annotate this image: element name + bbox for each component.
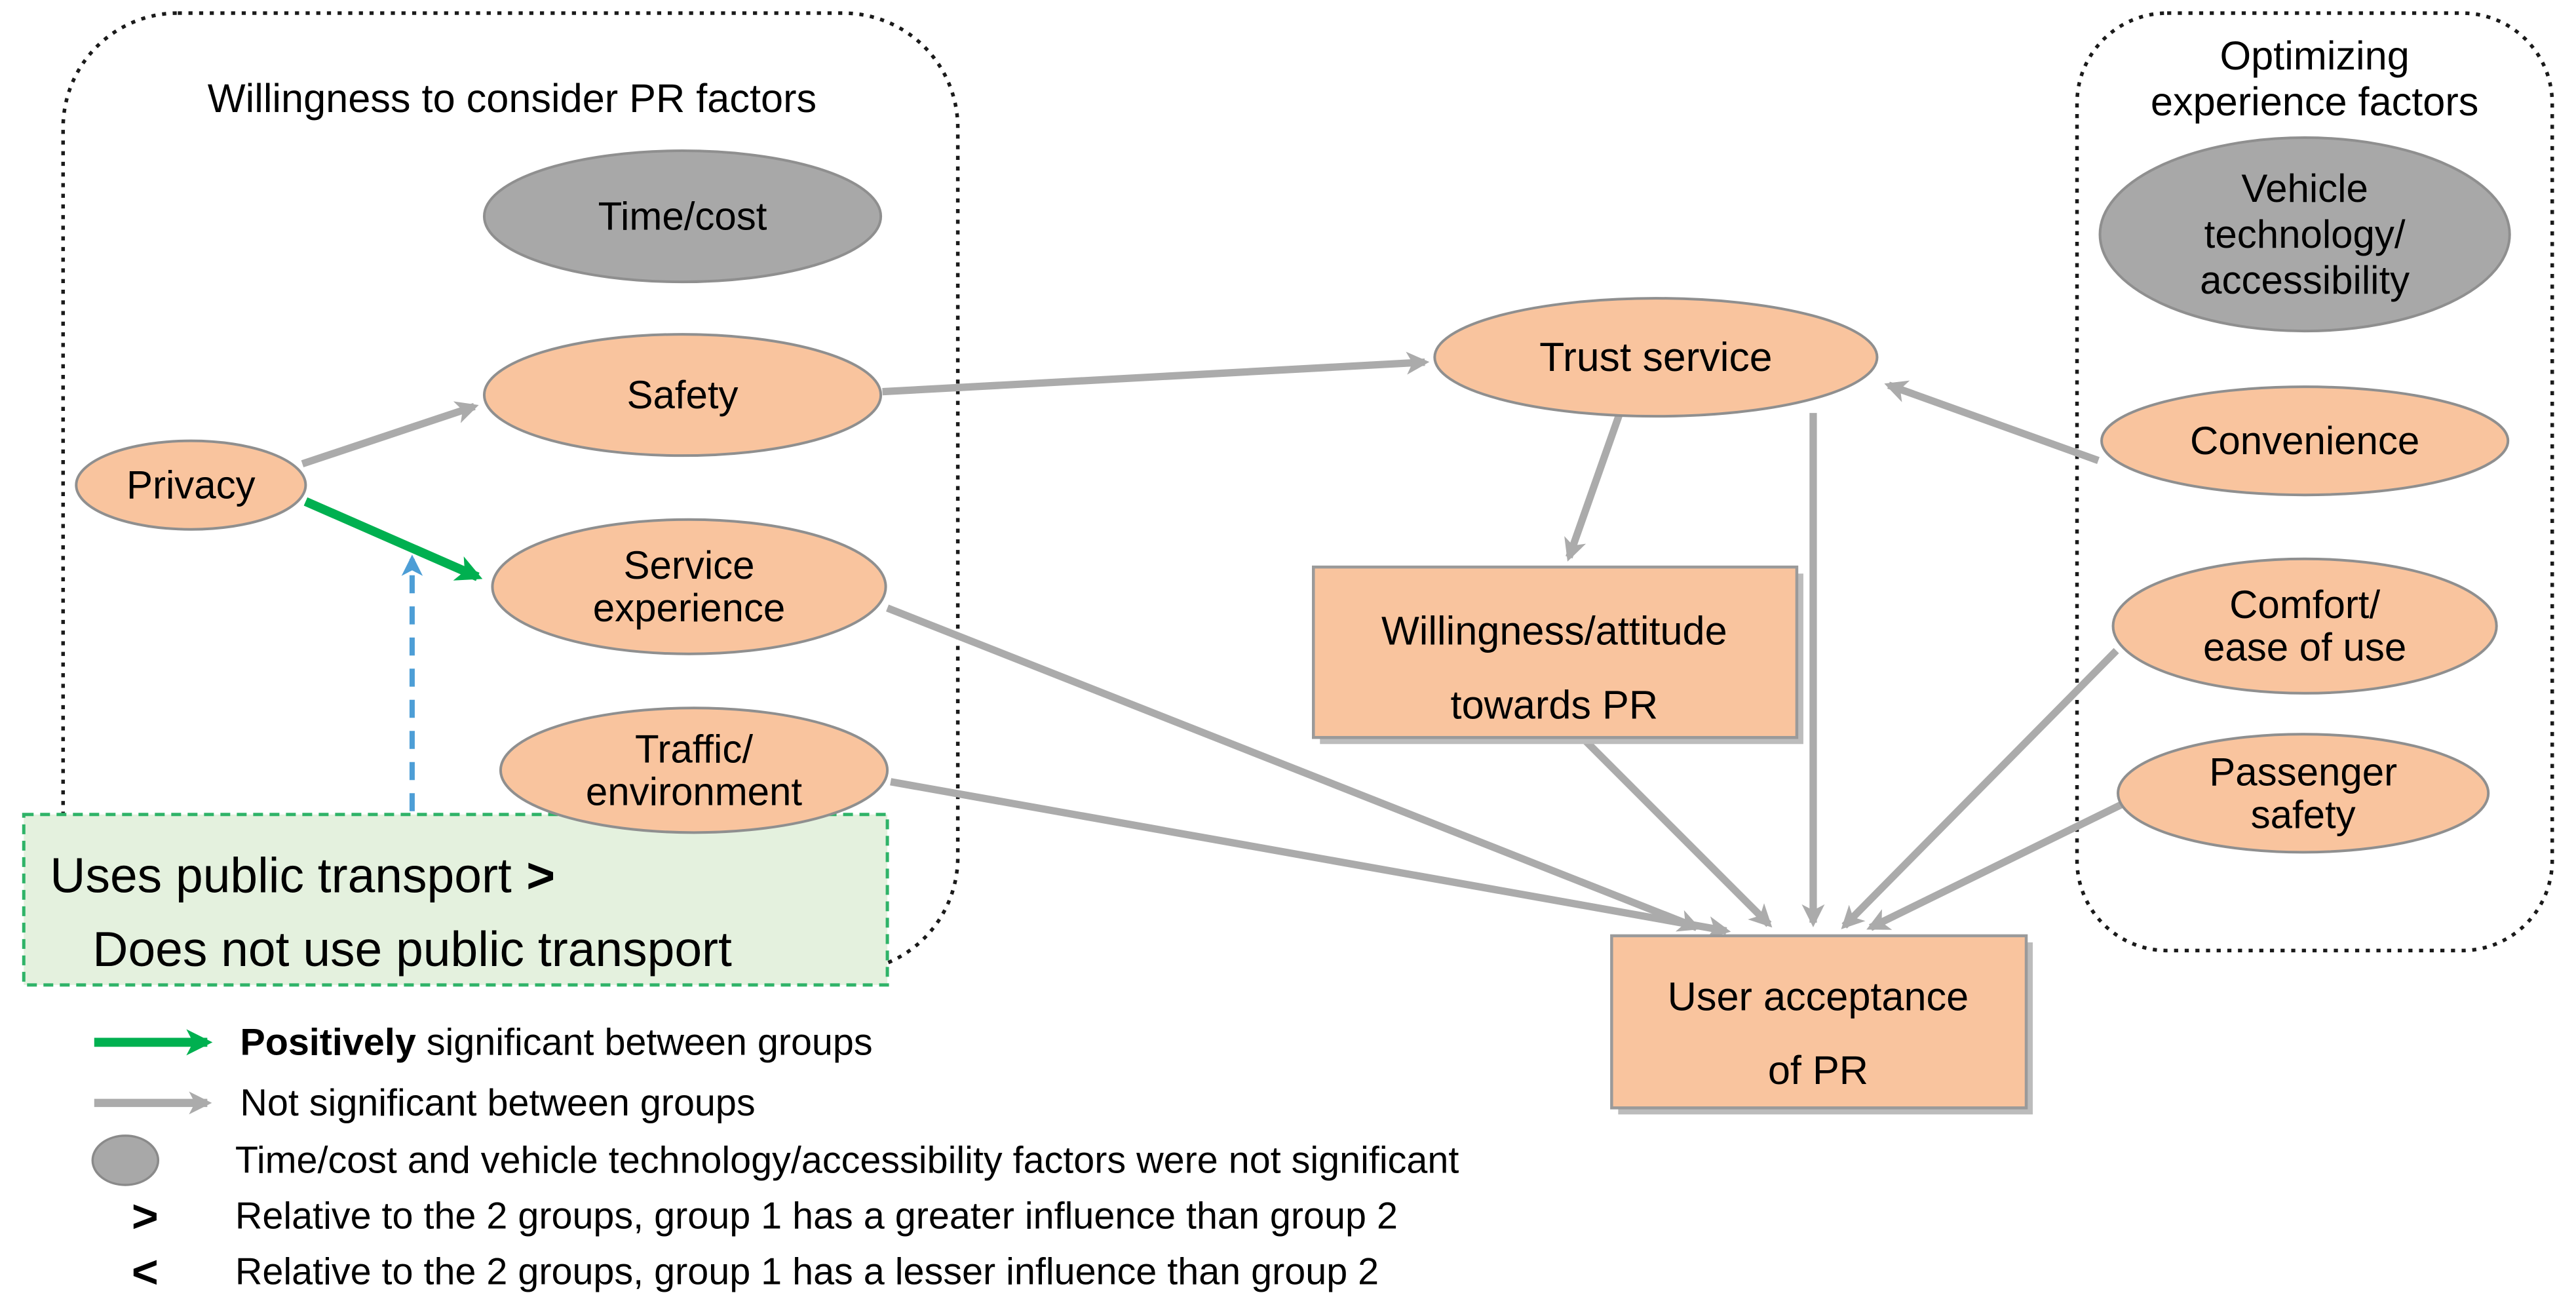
node-passenger-safety xyxy=(2117,733,2490,854)
node-comfort-label-line1: Comfort/ xyxy=(2229,583,2380,627)
legend-lesser-symbol: < xyxy=(132,1246,159,1297)
comparison-note-line2: Does not use public transport xyxy=(92,921,732,977)
edge-safety-to-trust-service xyxy=(882,351,1430,396)
node-vehicle-technology-label-line2: technology/ xyxy=(2204,212,2406,256)
node-trust-service-label: Trust service xyxy=(1539,334,1772,380)
legend-lesser-text: Relative to the 2 groups, group 1 has a … xyxy=(235,1250,1379,1292)
node-service-experience xyxy=(491,518,887,655)
node-user-acceptance xyxy=(1610,934,2028,1110)
edge-passenger-safety-to-user-acceptance xyxy=(1866,801,2123,931)
node-vehicle-technology-label-line3: accessibility xyxy=(2200,258,2410,302)
node-privacy xyxy=(75,439,307,531)
legend: Positively significant between groups No… xyxy=(91,1021,1459,1297)
comparison-note-greater-symbol: > xyxy=(526,847,555,902)
legend-positive-text: Positively significant between groups xyxy=(240,1021,872,1063)
node-willingness-attitude xyxy=(1312,565,1799,739)
legend-positive-rest: significant between groups xyxy=(416,1021,873,1063)
node-traffic-environment xyxy=(499,706,889,834)
node-passenger-safety-label-line2: safety xyxy=(2251,792,2356,836)
node-passenger-safety-label-line1: Passenger xyxy=(2209,750,2397,794)
node-service-experience-label-line2: experience xyxy=(593,586,786,630)
center-nodes: Trust service Willingness/attitude towar… xyxy=(1312,297,2033,1115)
node-privacy-label: Privacy xyxy=(126,463,256,507)
node-user-acceptance-label-line2: of PR xyxy=(1768,1048,1868,1093)
left-group-nodes: Time/cost Safety Privacy Service experie… xyxy=(75,149,889,834)
node-vehicle-technology-label-line1: Vehicle xyxy=(2241,166,2368,210)
node-willingness-label-line1: Willingness/attitude xyxy=(1381,609,1727,653)
legend-greater-symbol: > xyxy=(132,1190,159,1241)
node-vehicle-technology xyxy=(2098,136,2511,333)
legend-positive-bold: Positively xyxy=(240,1021,415,1063)
node-user-acceptance-label-line1: User acceptance xyxy=(1668,974,1969,1018)
legend-not-significant-text: Not significant between groups xyxy=(240,1082,755,1124)
node-traffic-environment-label-line1: Traffic/ xyxy=(635,727,753,771)
edge-trust-service-to-willingness xyxy=(1564,412,1624,562)
node-convenience-label: Convenience xyxy=(2190,419,2419,463)
node-trust-service xyxy=(1433,297,1879,418)
node-willingness-label-line2: towards PR xyxy=(1451,682,1659,727)
node-convenience xyxy=(2100,385,2510,497)
node-time-cost-label: Time/cost xyxy=(598,195,767,239)
node-comfort-label-line2: ease of use xyxy=(2203,625,2406,669)
edge-privacy-to-service-experience-positive xyxy=(303,497,483,581)
legend-gray-note-text: Time/cost and vehicle technology/accessi… xyxy=(235,1139,1459,1181)
node-comfort xyxy=(2111,557,2498,695)
edge-traffic-environment-to-user-acceptance xyxy=(890,778,1731,939)
node-time-cost xyxy=(482,149,883,284)
node-safety-label: Safety xyxy=(626,373,738,417)
edge-privacy-to-safety xyxy=(301,401,479,468)
legend-gray-ellipse-icon xyxy=(91,1134,160,1186)
comparison-note-box xyxy=(22,813,889,987)
comparison-note-line1-text: Uses public transport xyxy=(50,847,512,902)
right-group-nodes: Vehicle technology/ accessibility Conven… xyxy=(2098,136,2511,854)
node-traffic-environment-label-line2: environment xyxy=(586,769,803,813)
edge-service-experience-to-user-acceptance xyxy=(886,604,1701,932)
legend-greater-text: Relative to the 2 groups, group 1 has a … xyxy=(235,1195,1398,1237)
edge-willingness-to-user-acceptance xyxy=(1583,738,1773,928)
comparison-note: Uses public transport > Does not use publ… xyxy=(22,813,889,987)
node-safety xyxy=(482,333,883,457)
right-group-title-line2: experience factors xyxy=(2151,79,2478,124)
edges xyxy=(301,351,2123,939)
left-group-title: Willingness to consider PR factors xyxy=(208,76,817,121)
edge-convenience-to-trust-service xyxy=(1884,380,2100,464)
right-group-title-line1: Optimizing xyxy=(2220,33,2409,78)
edge-comfort-to-user-acceptance xyxy=(1841,648,2119,929)
node-service-experience-label-line1: Service xyxy=(623,543,754,587)
comparison-note-line1: Uses public transport > xyxy=(50,847,555,902)
